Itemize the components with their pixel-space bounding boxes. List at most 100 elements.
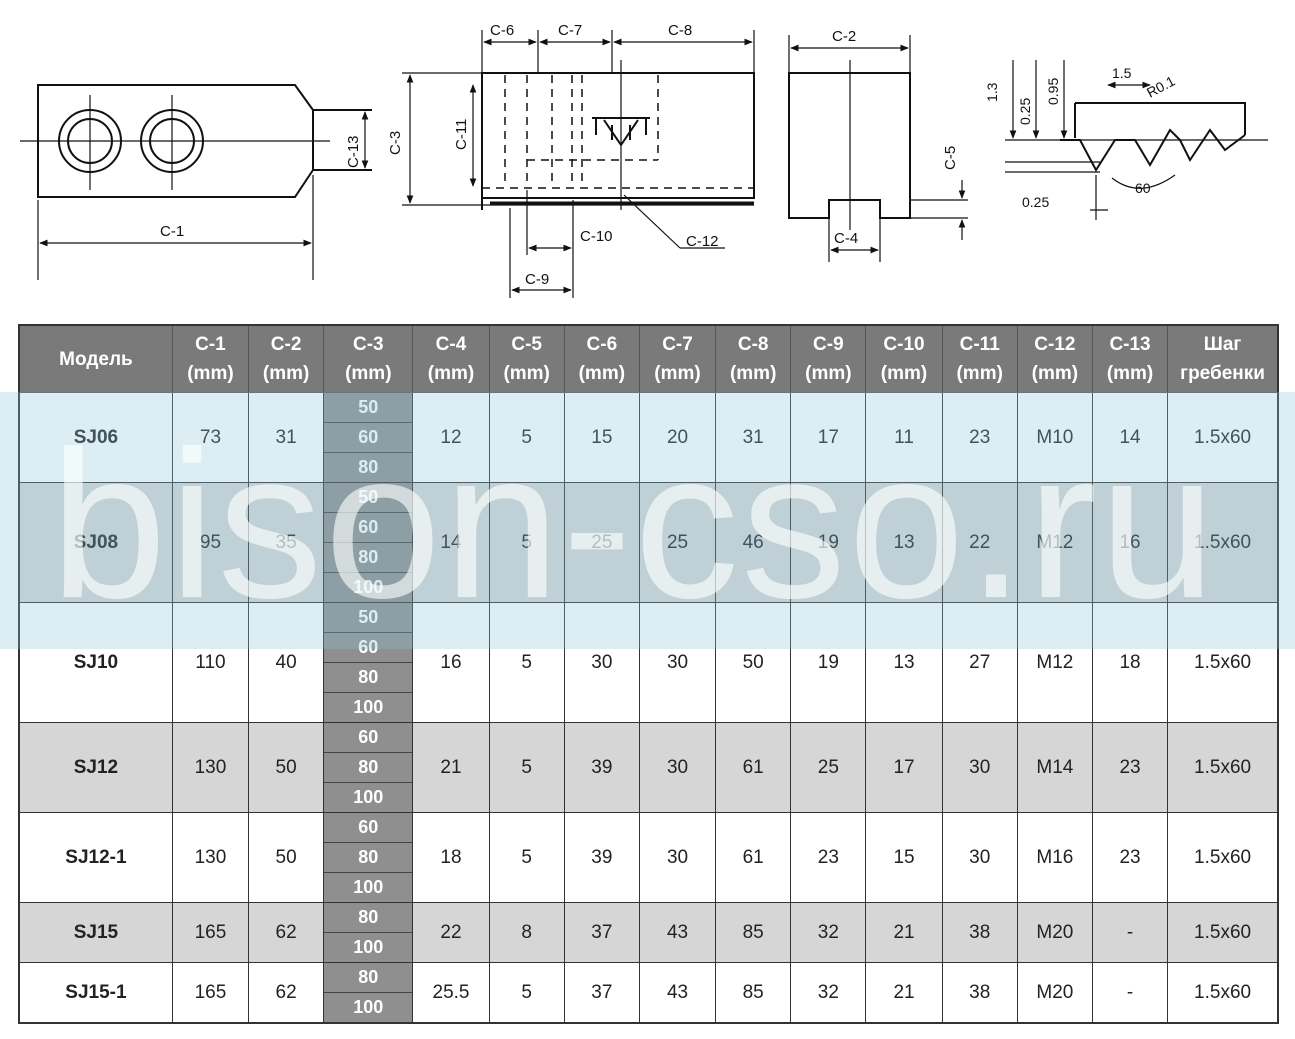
c13-cell: 23 <box>1091 812 1169 903</box>
pitch-cell: 1.5x60 <box>1167 812 1279 903</box>
c1-cell: 73 <box>171 392 250 483</box>
c6-cell: 30 <box>563 602 640 723</box>
c4-cell: 12 <box>412 392 490 483</box>
c3-value: 50 <box>324 393 413 423</box>
column-header-label: Шаг <box>1203 334 1242 355</box>
model-cell: SJ15 <box>18 902 173 963</box>
c3-value: 50 <box>324 603 413 633</box>
column-header: C-3 (mm) <box>323 324 414 393</box>
c11-cell: 27 <box>941 602 1018 723</box>
column-header-label: C-10 <box>883 334 925 355</box>
c3-value: 100 <box>353 997 384 1017</box>
c7-cell: 30 <box>638 722 717 813</box>
c9-cell: 19 <box>790 602 867 723</box>
c3-value: 80 <box>324 843 413 873</box>
label-c2: C-2 <box>832 28 856 45</box>
c3-value: 50 <box>324 483 413 513</box>
c10-cell: 11 <box>865 392 943 483</box>
c5-cell: 8 <box>488 902 565 963</box>
c12-cell: M10 <box>1016 392 1093 483</box>
column-header: C-8 (mm) <box>715 324 792 393</box>
c5-cell: 5 <box>488 392 565 483</box>
column-header-unit: (mm) <box>1106 363 1154 384</box>
pitch-cell: 1.5x60 <box>1167 392 1279 483</box>
column-header-unit: (mm) <box>880 363 928 384</box>
c3-value: 60 <box>324 633 413 663</box>
label-c8: C-8 <box>668 22 692 39</box>
c12-cell: M16 <box>1016 812 1093 903</box>
c10-cell: 21 <box>865 902 943 963</box>
c7-cell: 43 <box>638 902 717 963</box>
label-c4: C-4 <box>834 230 858 247</box>
c8-cell: 85 <box>715 902 792 963</box>
c9-cell: 23 <box>790 812 867 903</box>
label-c13: C-13 <box>345 135 362 168</box>
column-header: C-1(mm) <box>171 324 250 393</box>
c5-cell: 5 <box>488 602 565 723</box>
column-header-label: C-5 <box>511 334 542 355</box>
model-cell: SJ08 <box>18 482 173 603</box>
column-header-unit: (mm) <box>729 363 777 384</box>
label-c9: C-9 <box>525 271 549 288</box>
column-header: C-13 (mm) <box>1091 324 1169 393</box>
column-header: C-7(mm) <box>638 324 717 393</box>
pitch-cell: 1.5x60 <box>1167 902 1279 963</box>
column-header: C-6(mm) <box>563 324 640 393</box>
label-c7: C-7 <box>558 22 582 39</box>
column-header-label: C-6 <box>586 334 618 355</box>
pitch-cell: 1.5x60 <box>1167 602 1279 723</box>
c7-cell: 30 <box>638 602 717 723</box>
c8-cell: 31 <box>715 392 792 483</box>
column-header-unit: (mm) <box>427 363 475 384</box>
c3-value: 80 <box>358 457 379 477</box>
c11-cell: 22 <box>941 482 1018 603</box>
c13-cell: - <box>1091 902 1169 963</box>
column-header-label: C-8 <box>737 334 769 355</box>
c6-cell: 39 <box>563 812 640 903</box>
label-0-25-top: 0.25 <box>1017 98 1033 125</box>
c4-cell: 14 <box>412 482 490 603</box>
c2-cell: 40 <box>248 602 325 723</box>
c12-cell: M20 <box>1016 962 1093 1024</box>
c3-value: 100 <box>353 697 384 717</box>
c4-cell: 25.5 <box>412 962 490 1024</box>
c6-cell: 25 <box>563 482 640 603</box>
column-header-label: C-9 <box>813 334 844 355</box>
c2-cell: 62 <box>248 902 325 963</box>
c11-cell: 38 <box>941 902 1018 963</box>
c1-cell: 95 <box>171 482 250 603</box>
c10-cell: 21 <box>865 962 943 1024</box>
c1-cell: 130 <box>171 812 250 903</box>
c9-cell: 19 <box>790 482 867 603</box>
c4-cell: 21 <box>412 722 490 813</box>
c3-value: 60 <box>324 513 413 543</box>
c12-cell: M14 <box>1016 722 1093 813</box>
c10-cell: 13 <box>865 482 943 603</box>
c8-cell: 61 <box>715 812 792 903</box>
c13-cell: 14 <box>1091 392 1169 483</box>
column-header-label: C-13 <box>1109 334 1151 355</box>
column-header-unit: (mm) <box>345 363 392 384</box>
column-header-label: C-3 <box>352 334 384 355</box>
column-header: C-9(mm) <box>790 324 867 393</box>
c8-cell: 50 <box>715 602 792 723</box>
c11-cell: 30 <box>941 812 1018 903</box>
label-0-25-bottom: 0.25 <box>1022 194 1049 210</box>
c3-value: 80 <box>324 543 413 573</box>
column-header-unit: (mm) <box>956 363 1003 384</box>
c6-cell: 39 <box>563 722 640 813</box>
label-60: 60 <box>1135 180 1151 196</box>
c3-value: 80 <box>324 753 413 783</box>
column-header-label: C-12 <box>1034 334 1076 355</box>
c2-cell: 50 <box>248 812 325 903</box>
